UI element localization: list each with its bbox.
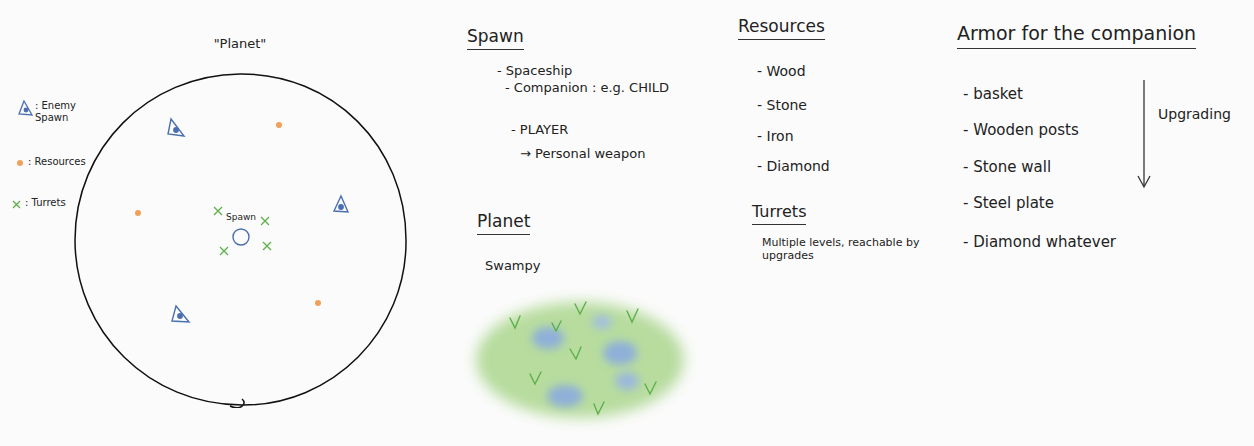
note-text: → Personal weapon xyxy=(520,146,645,162)
note-text: - Diamond xyxy=(757,158,830,175)
label-text: - Diamond xyxy=(757,158,830,175)
note-text: - Spaceship xyxy=(497,63,572,79)
note-text: - Stone wall xyxy=(963,158,1051,176)
enemy-spawn-markers xyxy=(168,119,348,322)
note-text: - Wood xyxy=(757,63,806,80)
swamp-illustration xyxy=(476,302,684,418)
turret-markers xyxy=(214,207,271,255)
section-heading: Turrets xyxy=(752,202,806,225)
note-text: - PLAYER xyxy=(511,122,568,138)
node-text: Spawn xyxy=(221,212,261,223)
label-text: - Companion : e.g. CHILD xyxy=(505,80,669,96)
label-text: - basket xyxy=(963,85,1023,103)
note-text: - Diamond whatever xyxy=(963,233,1116,251)
label-text: - Stone xyxy=(757,97,807,114)
note-text: - basket xyxy=(963,85,1023,103)
upgrade-arrow xyxy=(1138,80,1150,187)
legend-text: : Turrets xyxy=(25,197,66,209)
section-heading: Spawn xyxy=(467,26,524,50)
label-text: - Wood xyxy=(757,63,806,80)
note-text: - Companion : e.g. CHILD xyxy=(505,80,669,96)
spawn-circle: Spawn xyxy=(221,212,261,248)
label-text: Upgrading xyxy=(1158,106,1231,123)
section-heading: Planet xyxy=(477,211,530,235)
heading-text: Resources xyxy=(738,16,825,40)
legend-triangle xyxy=(19,101,32,115)
note-text: - Wooden posts xyxy=(963,121,1079,139)
label-text: → Personal weapon xyxy=(520,146,645,162)
note-text: Multiple levels, reachable by upgrades xyxy=(762,236,927,262)
note-text: - Steel plate xyxy=(963,194,1054,212)
heading-text: Planet xyxy=(477,211,530,235)
planet-title: "Planet" xyxy=(70,36,410,52)
resource-markers xyxy=(135,122,321,306)
legend-text: : Enemy Spawn xyxy=(35,100,83,124)
legend-text: : Resources xyxy=(28,156,86,168)
note-text: - Iron xyxy=(757,128,794,145)
label-text: - Steel plate xyxy=(963,194,1054,212)
note-text: - Stone xyxy=(757,97,807,114)
heading-text: Spawn xyxy=(467,26,524,50)
label-text: Swampy xyxy=(485,258,540,274)
label-text: - Stone wall xyxy=(963,158,1051,176)
label-text: Multiple levels, reachable by upgrades xyxy=(762,236,927,262)
label-text: - Spaceship xyxy=(497,63,572,79)
label-text: - Wooden posts xyxy=(963,121,1079,139)
section-heading: Armor for the companion xyxy=(957,22,1196,49)
section-heading: Resources xyxy=(738,16,825,40)
label-text: - Iron xyxy=(757,128,794,145)
legend-swatch xyxy=(17,160,23,166)
planet-circle: "Planet" Spawn xyxy=(70,36,410,408)
heading-text: Turrets xyxy=(752,202,806,225)
note-text: Upgrading xyxy=(1158,106,1231,123)
label-text: - PLAYER xyxy=(511,122,568,138)
heading-text: Armor for the companion xyxy=(957,22,1196,49)
label-text: - Diamond whatever xyxy=(963,233,1116,251)
legend-x xyxy=(13,201,20,208)
note-text: Swampy xyxy=(485,258,540,274)
